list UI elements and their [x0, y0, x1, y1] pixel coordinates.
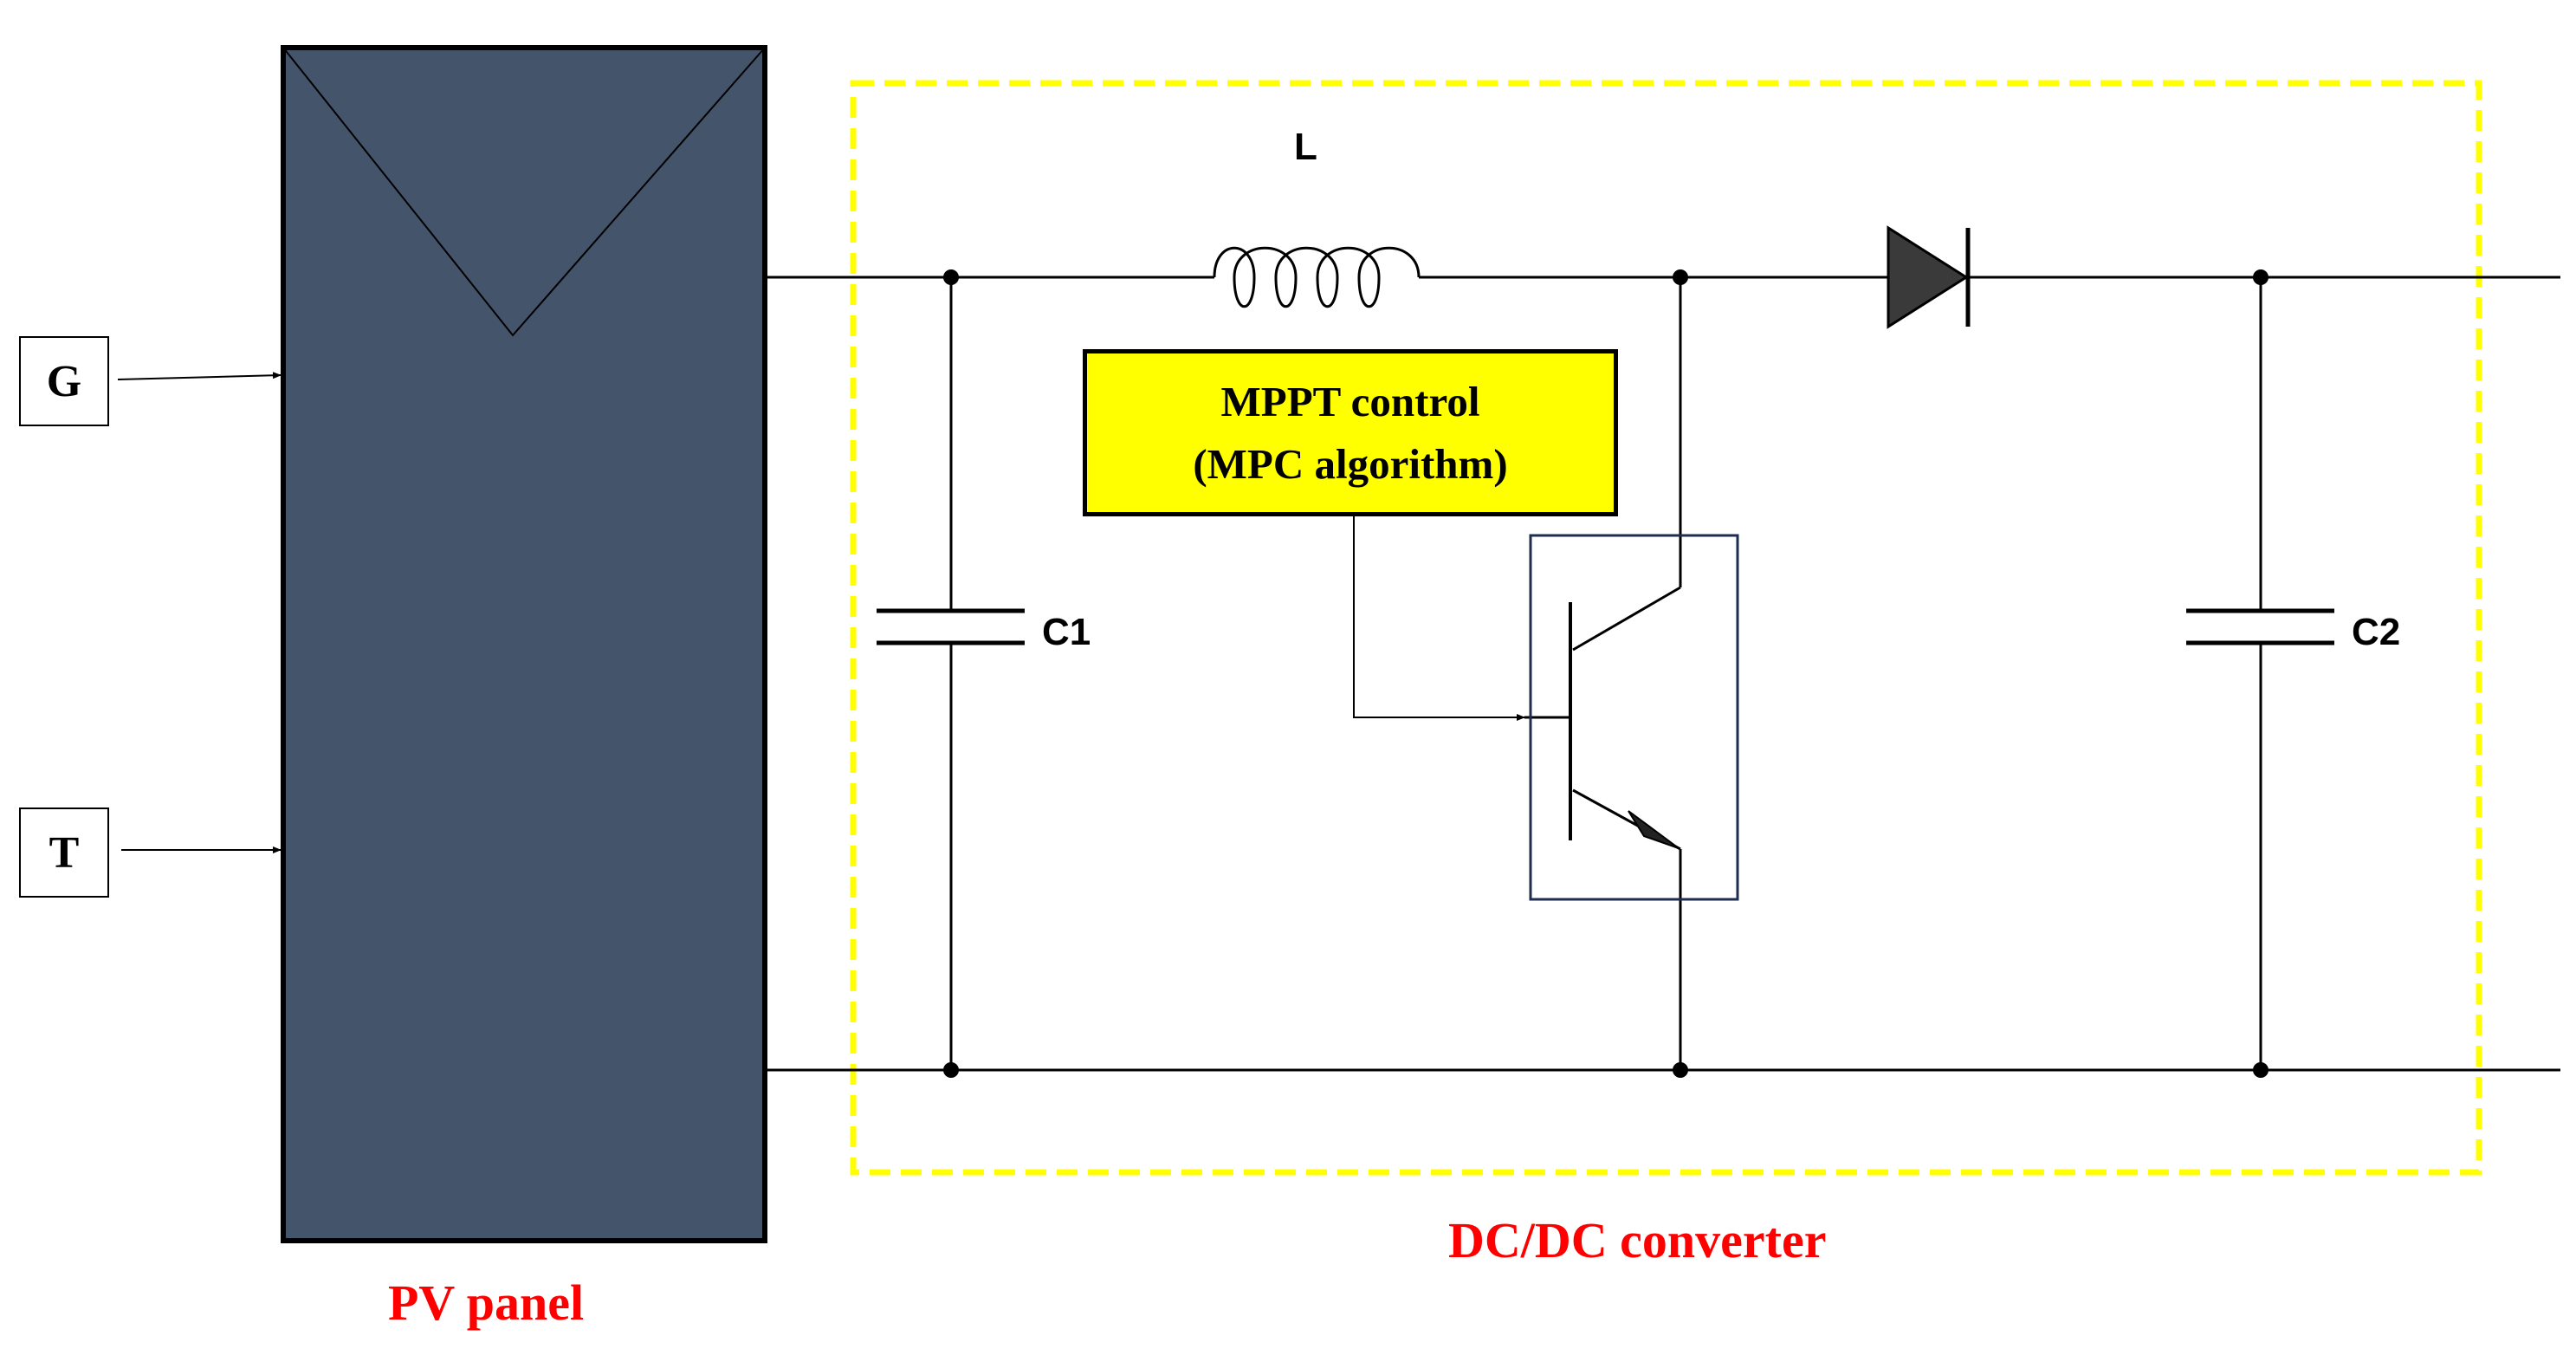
- pv-panel-label: PV panel: [388, 1274, 585, 1331]
- junction-c2-top: [2253, 269, 2269, 285]
- irradiance-label: G: [46, 356, 82, 406]
- junction-c1-bottom: [943, 1062, 959, 1078]
- switch-frame: [1529, 534, 1739, 901]
- pv-panel: [281, 45, 767, 1243]
- irradiance-arrow: [117, 372, 282, 380]
- c2-label: C2: [2352, 611, 2401, 653]
- pv-panel-triangle: [282, 47, 766, 337]
- inductor-coil: [1213, 246, 1421, 308]
- converter-frame: [850, 80, 2482, 1176]
- switch-collector-diagonal: [1572, 586, 1681, 652]
- temperature-input-box: T: [19, 807, 109, 898]
- irradiance-input-box: G: [19, 336, 109, 426]
- converter-label: DC/DC converter: [1448, 1212, 1827, 1268]
- mppt-control-title: MPPT control: [1220, 377, 1480, 425]
- junction-c2-bottom: [2253, 1062, 2269, 1078]
- junction-switch-top: [1673, 269, 1688, 285]
- temperature-label: T: [49, 827, 80, 878]
- mppt-control-algorithm: (MPC algorithm): [1193, 439, 1508, 488]
- c1-label: C1: [1042, 611, 1091, 653]
- inductor-label: L: [1294, 126, 1317, 168]
- mppt-control-box: MPPT control (MPC algorithm): [1083, 349, 1618, 516]
- control-signal-line: [1353, 516, 1525, 721]
- diode-triangle: [1887, 225, 1969, 329]
- switch-emitter-arrowhead: [1628, 810, 1680, 849]
- junction-c1-top: [943, 269, 959, 285]
- junction-switch-bottom: [1673, 1062, 1688, 1078]
